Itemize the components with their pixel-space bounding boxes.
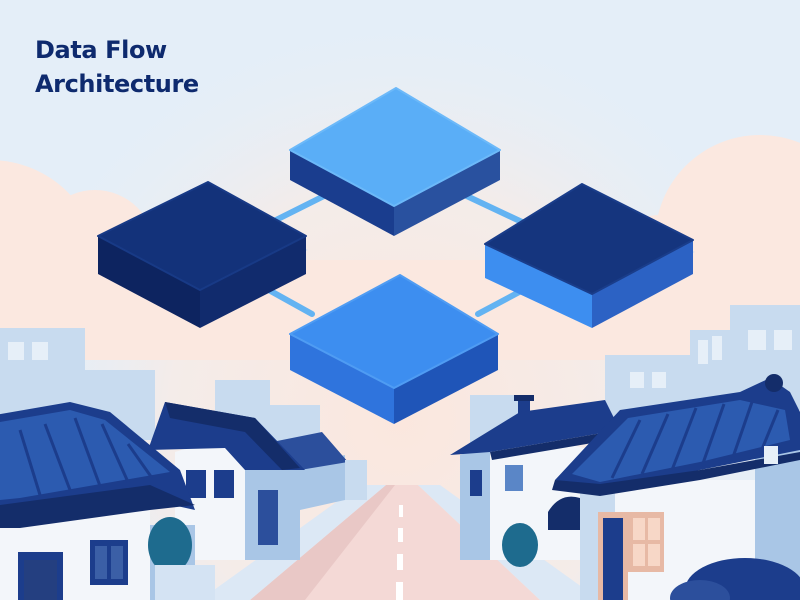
node-bottom-face — [289, 274, 499, 389]
door — [258, 490, 278, 545]
title-line-2: Architecture — [35, 70, 199, 98]
window — [32, 342, 48, 360]
awning — [548, 496, 580, 530]
window — [774, 330, 792, 350]
node-left-front-right — [200, 236, 306, 328]
hanok-roof-tiles — [572, 400, 790, 482]
node-bottom-front-left — [290, 334, 394, 424]
window-pane — [648, 544, 660, 566]
tile-line — [126, 443, 154, 479]
window — [505, 465, 523, 491]
window — [748, 330, 766, 350]
window-pane — [111, 546, 123, 579]
right-hanok-house — [548, 374, 800, 600]
node-left-face — [97, 181, 307, 291]
shrub — [148, 517, 192, 573]
left-hanok-house — [0, 402, 215, 600]
window — [630, 372, 644, 388]
road-dash — [399, 505, 403, 517]
node-bottom — [289, 274, 499, 424]
node-left-front-left — [98, 236, 200, 328]
window — [8, 342, 24, 360]
page-title: Data Flow Architecture — [35, 33, 199, 101]
window — [712, 336, 722, 360]
node-right — [484, 183, 694, 328]
tile-line — [640, 413, 670, 475]
door — [603, 518, 623, 600]
tile-line — [670, 407, 698, 471]
road-dash — [397, 554, 403, 570]
road-markings — [396, 505, 403, 600]
road-shadow — [250, 485, 395, 600]
window-pane — [95, 546, 107, 579]
tile-line — [73, 417, 102, 487]
roof-tile-lines — [610, 401, 780, 479]
roof-eave — [552, 452, 800, 496]
shrub — [670, 580, 730, 600]
door-inner — [24, 560, 57, 600]
house-wall-side — [460, 445, 490, 560]
window — [764, 446, 778, 464]
window-pane — [633, 518, 645, 540]
roof-eave — [0, 485, 195, 528]
title-line-1: Data Flow — [35, 36, 167, 64]
tree — [502, 523, 538, 567]
node-right-front-right — [592, 240, 693, 328]
window — [186, 470, 206, 498]
window-pane — [633, 544, 645, 566]
node-bottom-front-right — [394, 334, 498, 424]
window-pane — [648, 518, 660, 540]
window — [652, 372, 666, 388]
node-right-front-left — [485, 244, 592, 328]
tile-line — [610, 419, 642, 479]
roof-ridge-curl — [765, 374, 783, 392]
node-left — [97, 181, 307, 328]
left-mid-houses — [148, 402, 367, 560]
low-wall — [155, 565, 215, 600]
house-roof — [450, 400, 620, 455]
architecture-diagram — [97, 87, 695, 424]
house-roof-dark — [165, 402, 300, 470]
tile-line — [43, 423, 72, 491]
window — [698, 340, 708, 364]
tile-line — [100, 423, 130, 483]
house-wall — [345, 460, 367, 500]
house-roof-edge — [490, 430, 622, 460]
node-top-face — [289, 87, 501, 207]
tile-line — [18, 429, 42, 496]
node-right-face — [484, 183, 694, 295]
road-dash — [398, 528, 403, 542]
node-top-front-right — [394, 150, 500, 236]
house-wall — [300, 455, 345, 510]
roof-tile-lines — [18, 417, 154, 496]
window — [470, 470, 482, 496]
right-mid-houses — [450, 395, 622, 567]
tile-line — [758, 409, 780, 455]
window — [214, 470, 234, 498]
road-dash — [396, 582, 403, 600]
tile-line — [730, 401, 754, 461]
node-top — [289, 87, 501, 236]
tile-line — [700, 403, 726, 467]
node-top-front-left — [290, 150, 394, 236]
far-windows — [8, 330, 792, 388]
chimney-cap — [514, 395, 534, 401]
